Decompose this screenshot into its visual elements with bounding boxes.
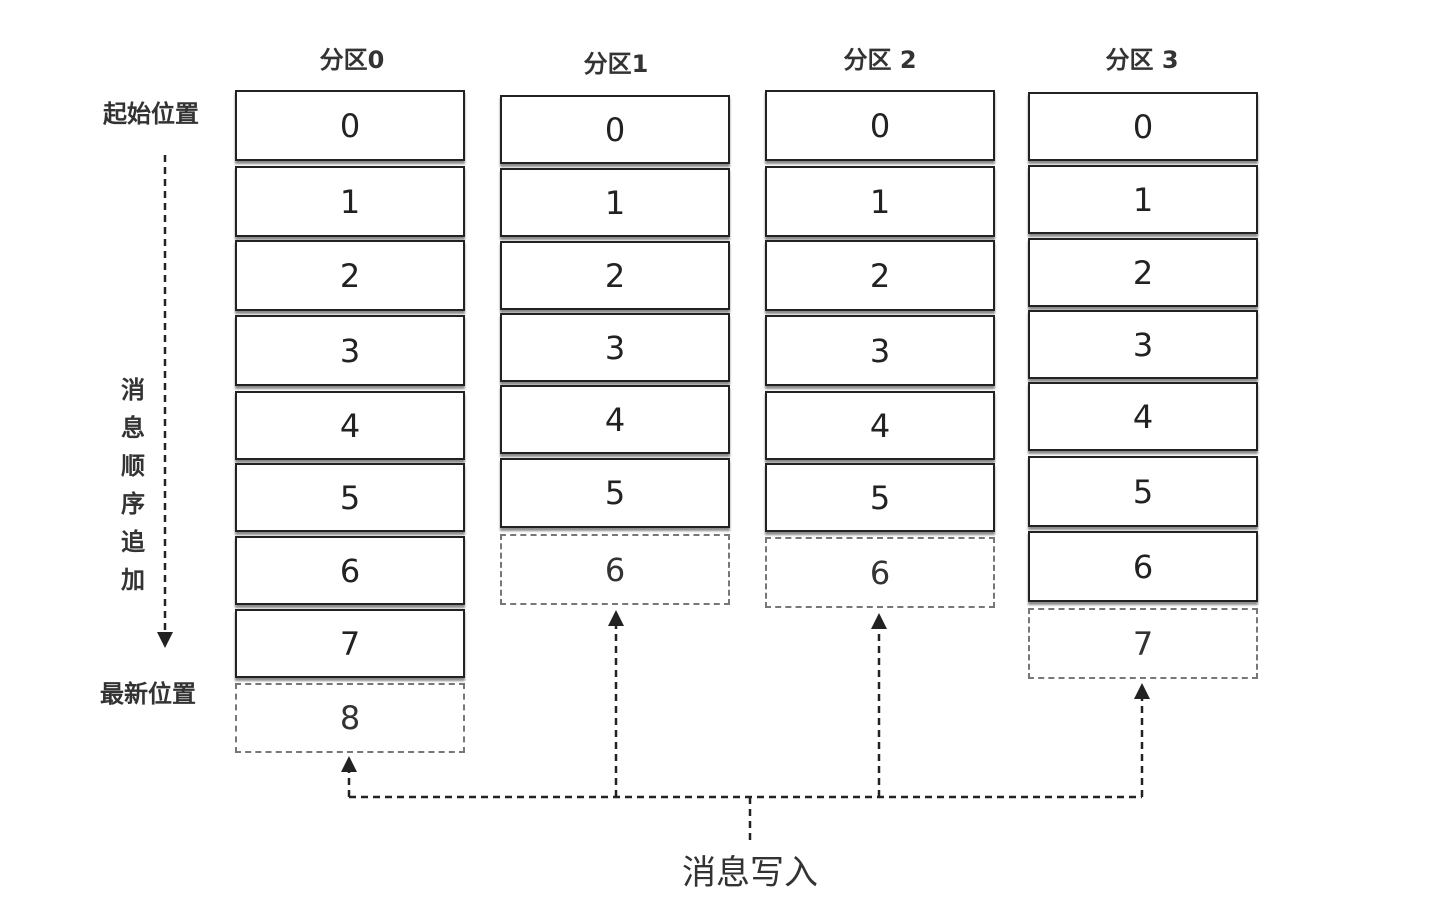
partition-1-cell-5: 5 <box>500 458 730 528</box>
partition-1-cell-2: 2 <box>500 241 730 310</box>
partition-2-title: 分区 2 <box>843 46 917 74</box>
partition-3-cell-0: 0 <box>1028 92 1258 161</box>
message-write-label: 消息写入 <box>682 853 818 893</box>
partition-0-cell-5: 5 <box>235 463 465 532</box>
partition-1-cell-3: 3 <box>500 313 730 382</box>
partition-2-cell-1: 1 <box>765 166 995 237</box>
write-arrowhead-partition-1 <box>608 610 624 626</box>
partition-0-cell-0: 0 <box>235 90 465 161</box>
partition-0-title: 分区0 <box>319 46 385 74</box>
partition-3-title: 分区 3 <box>1105 46 1179 74</box>
partition-2-pending-cell: 6 <box>765 537 995 608</box>
write-arrowhead-partition-3 <box>1134 683 1150 699</box>
append-order-label: 消息顺序追加 <box>121 376 145 594</box>
partition-0-cell-7: 7 <box>235 609 465 678</box>
partition-3-cell-3: 3 <box>1028 310 1258 379</box>
partition-0-cell-3: 3 <box>235 315 465 386</box>
partition-2-cell-5: 5 <box>765 463 995 532</box>
partition-2-cell-3: 3 <box>765 315 995 386</box>
partition-3-cell-6: 6 <box>1028 531 1258 602</box>
write-arrowhead-partition-0 <box>341 756 357 772</box>
partition-3-pending-cell: 7 <box>1028 608 1258 679</box>
partition-1-cell-0: 0 <box>500 95 730 164</box>
append-direction-arrowhead <box>157 632 173 648</box>
partition-0-cell-6: 6 <box>235 536 465 605</box>
partition-0-cell-2: 2 <box>235 240 465 311</box>
latest-position-label: 最新位置 <box>100 680 196 708</box>
partition-3-cell-1: 1 <box>1028 165 1258 234</box>
partition-2-cell-0: 0 <box>765 90 995 161</box>
partition-1-cell-1: 1 <box>500 168 730 237</box>
partition-3-cell-4: 4 <box>1028 382 1258 451</box>
partition-1-cell-4: 4 <box>500 385 730 454</box>
partition-2-cell-2: 2 <box>765 240 995 311</box>
partition-3-cell-2: 2 <box>1028 238 1258 307</box>
write-arrowhead-partition-2 <box>871 613 887 629</box>
partition-0-pending-cell: 8 <box>235 683 465 753</box>
partition-3-cell-5: 5 <box>1028 456 1258 527</box>
start-position-label: 起始位置 <box>103 100 199 128</box>
partition-0-cell-4: 4 <box>235 391 465 460</box>
partition-2-cell-4: 4 <box>765 391 995 460</box>
partition-1-title: 分区1 <box>583 50 649 78</box>
partition-0-cell-1: 1 <box>235 166 465 237</box>
partition-1-pending-cell: 6 <box>500 534 730 605</box>
